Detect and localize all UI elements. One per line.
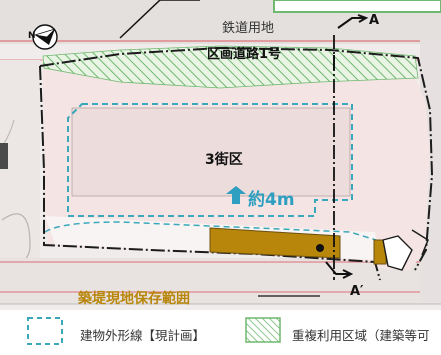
legend-item-overlap-zone: 重複利用区域（建築等可	[292, 328, 430, 343]
embankment-label: 築堤現地保存範囲	[78, 291, 190, 307]
bottom-street	[0, 258, 441, 304]
site-boundary-top	[39, 46, 434, 271]
setback-up-arrow-icon	[226, 186, 246, 204]
block-label: 3街区	[205, 152, 243, 168]
road-label: 区画道路1号	[207, 47, 282, 62]
road-leader-line	[119, 0, 161, 39]
legend-hatch-symbol	[245, 317, 281, 343]
legend-item-building-outline: 建物外形線【現計画】	[80, 328, 206, 343]
north-arrow-icon	[32, 24, 58, 50]
south-boundary-dashed	[44, 221, 377, 241]
left-tab	[0, 143, 8, 169]
section-point	[316, 244, 324, 252]
north-arrow-letter: N	[28, 31, 36, 41]
section-label-top: A	[369, 13, 380, 28]
rail-site-label: 鉄道用地	[222, 21, 275, 36]
legend-dashed-symbol	[27, 317, 63, 345]
cropped-label-box	[273, 0, 441, 13]
setback-label: 約4m	[248, 190, 295, 210]
section-arrow-top	[337, 17, 365, 29]
building-footprint	[71, 107, 351, 197]
left-street	[0, 60, 40, 285]
section-arrow-bottom	[325, 261, 350, 275]
embankment-preservation-area	[209, 227, 341, 259]
building-outline-dashed	[67, 103, 353, 217]
section-label-bottom: A′	[350, 284, 364, 299]
overlap-road-zone	[42, 45, 419, 89]
